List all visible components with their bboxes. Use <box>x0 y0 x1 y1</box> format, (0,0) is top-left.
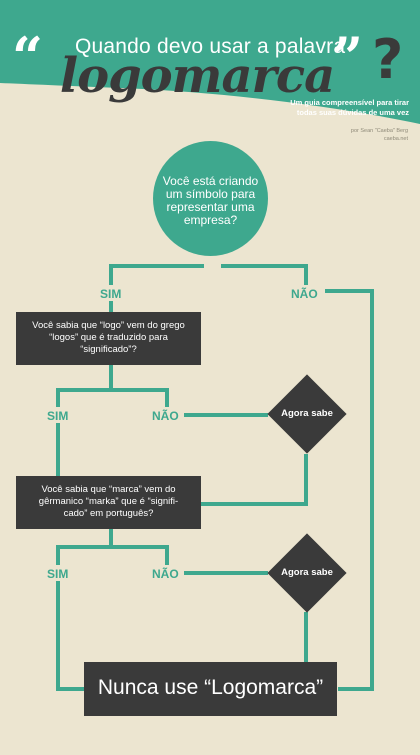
subtitle-line-2: todas suas dúvidas de uma vez <box>296 108 409 117</box>
connector-lines <box>56 264 374 691</box>
start-question: Você está criando um símbolo para repres… <box>162 174 259 227</box>
label-yes-3: SIM <box>47 567 69 581</box>
question-2-box <box>16 312 201 365</box>
label-no-1: NÃO <box>291 287 318 301</box>
connector-start-to-yes <box>109 264 204 285</box>
question-3-text: Você sabia que “marca” vem do gêrmanico … <box>38 484 179 519</box>
subtitle-line-1: Um guia compreensível para tirar <box>290 98 409 107</box>
connector-outcome-1-to-question-3 <box>201 454 308 506</box>
connector-question-2-to-branches <box>56 365 113 407</box>
outcome-1-text: Agora sabe <box>281 408 333 419</box>
label-no-3: NÃO <box>152 567 179 581</box>
header-banner <box>0 0 420 124</box>
question-3-box <box>16 476 201 529</box>
credit-author: por Sean "Caeba" Berg <box>350 128 408 134</box>
question-2-text: Você sabia que “logo” vem do grego “logo… <box>32 320 185 355</box>
connector-question-3-to-branches <box>56 529 113 565</box>
question-mark: ? <box>372 28 404 91</box>
final-box <box>84 662 337 716</box>
final-text: Nunca use “Logomarca” <box>97 676 324 699</box>
title-word: logomarca <box>59 48 335 104</box>
connector-yes-3-to-final <box>56 581 84 691</box>
credit-site: caeba.net <box>383 136 408 142</box>
label-yes-1: SIM <box>100 287 122 301</box>
label-yes-2: SIM <box>47 409 69 423</box>
start-node <box>153 141 268 256</box>
label-no-2: NÃO <box>152 409 179 423</box>
connector-no-to-final <box>325 289 374 691</box>
connector-question-3-to-no <box>111 545 169 565</box>
open-quote: “ <box>12 25 44 89</box>
page-title: Quando devo usar a palavra <box>75 35 346 58</box>
connector-question-2-to-no <box>111 388 169 407</box>
connector-start-to-no <box>221 264 308 285</box>
outcome-2-text: Agora sabe <box>281 567 333 578</box>
close-quote: ” <box>332 25 364 89</box>
